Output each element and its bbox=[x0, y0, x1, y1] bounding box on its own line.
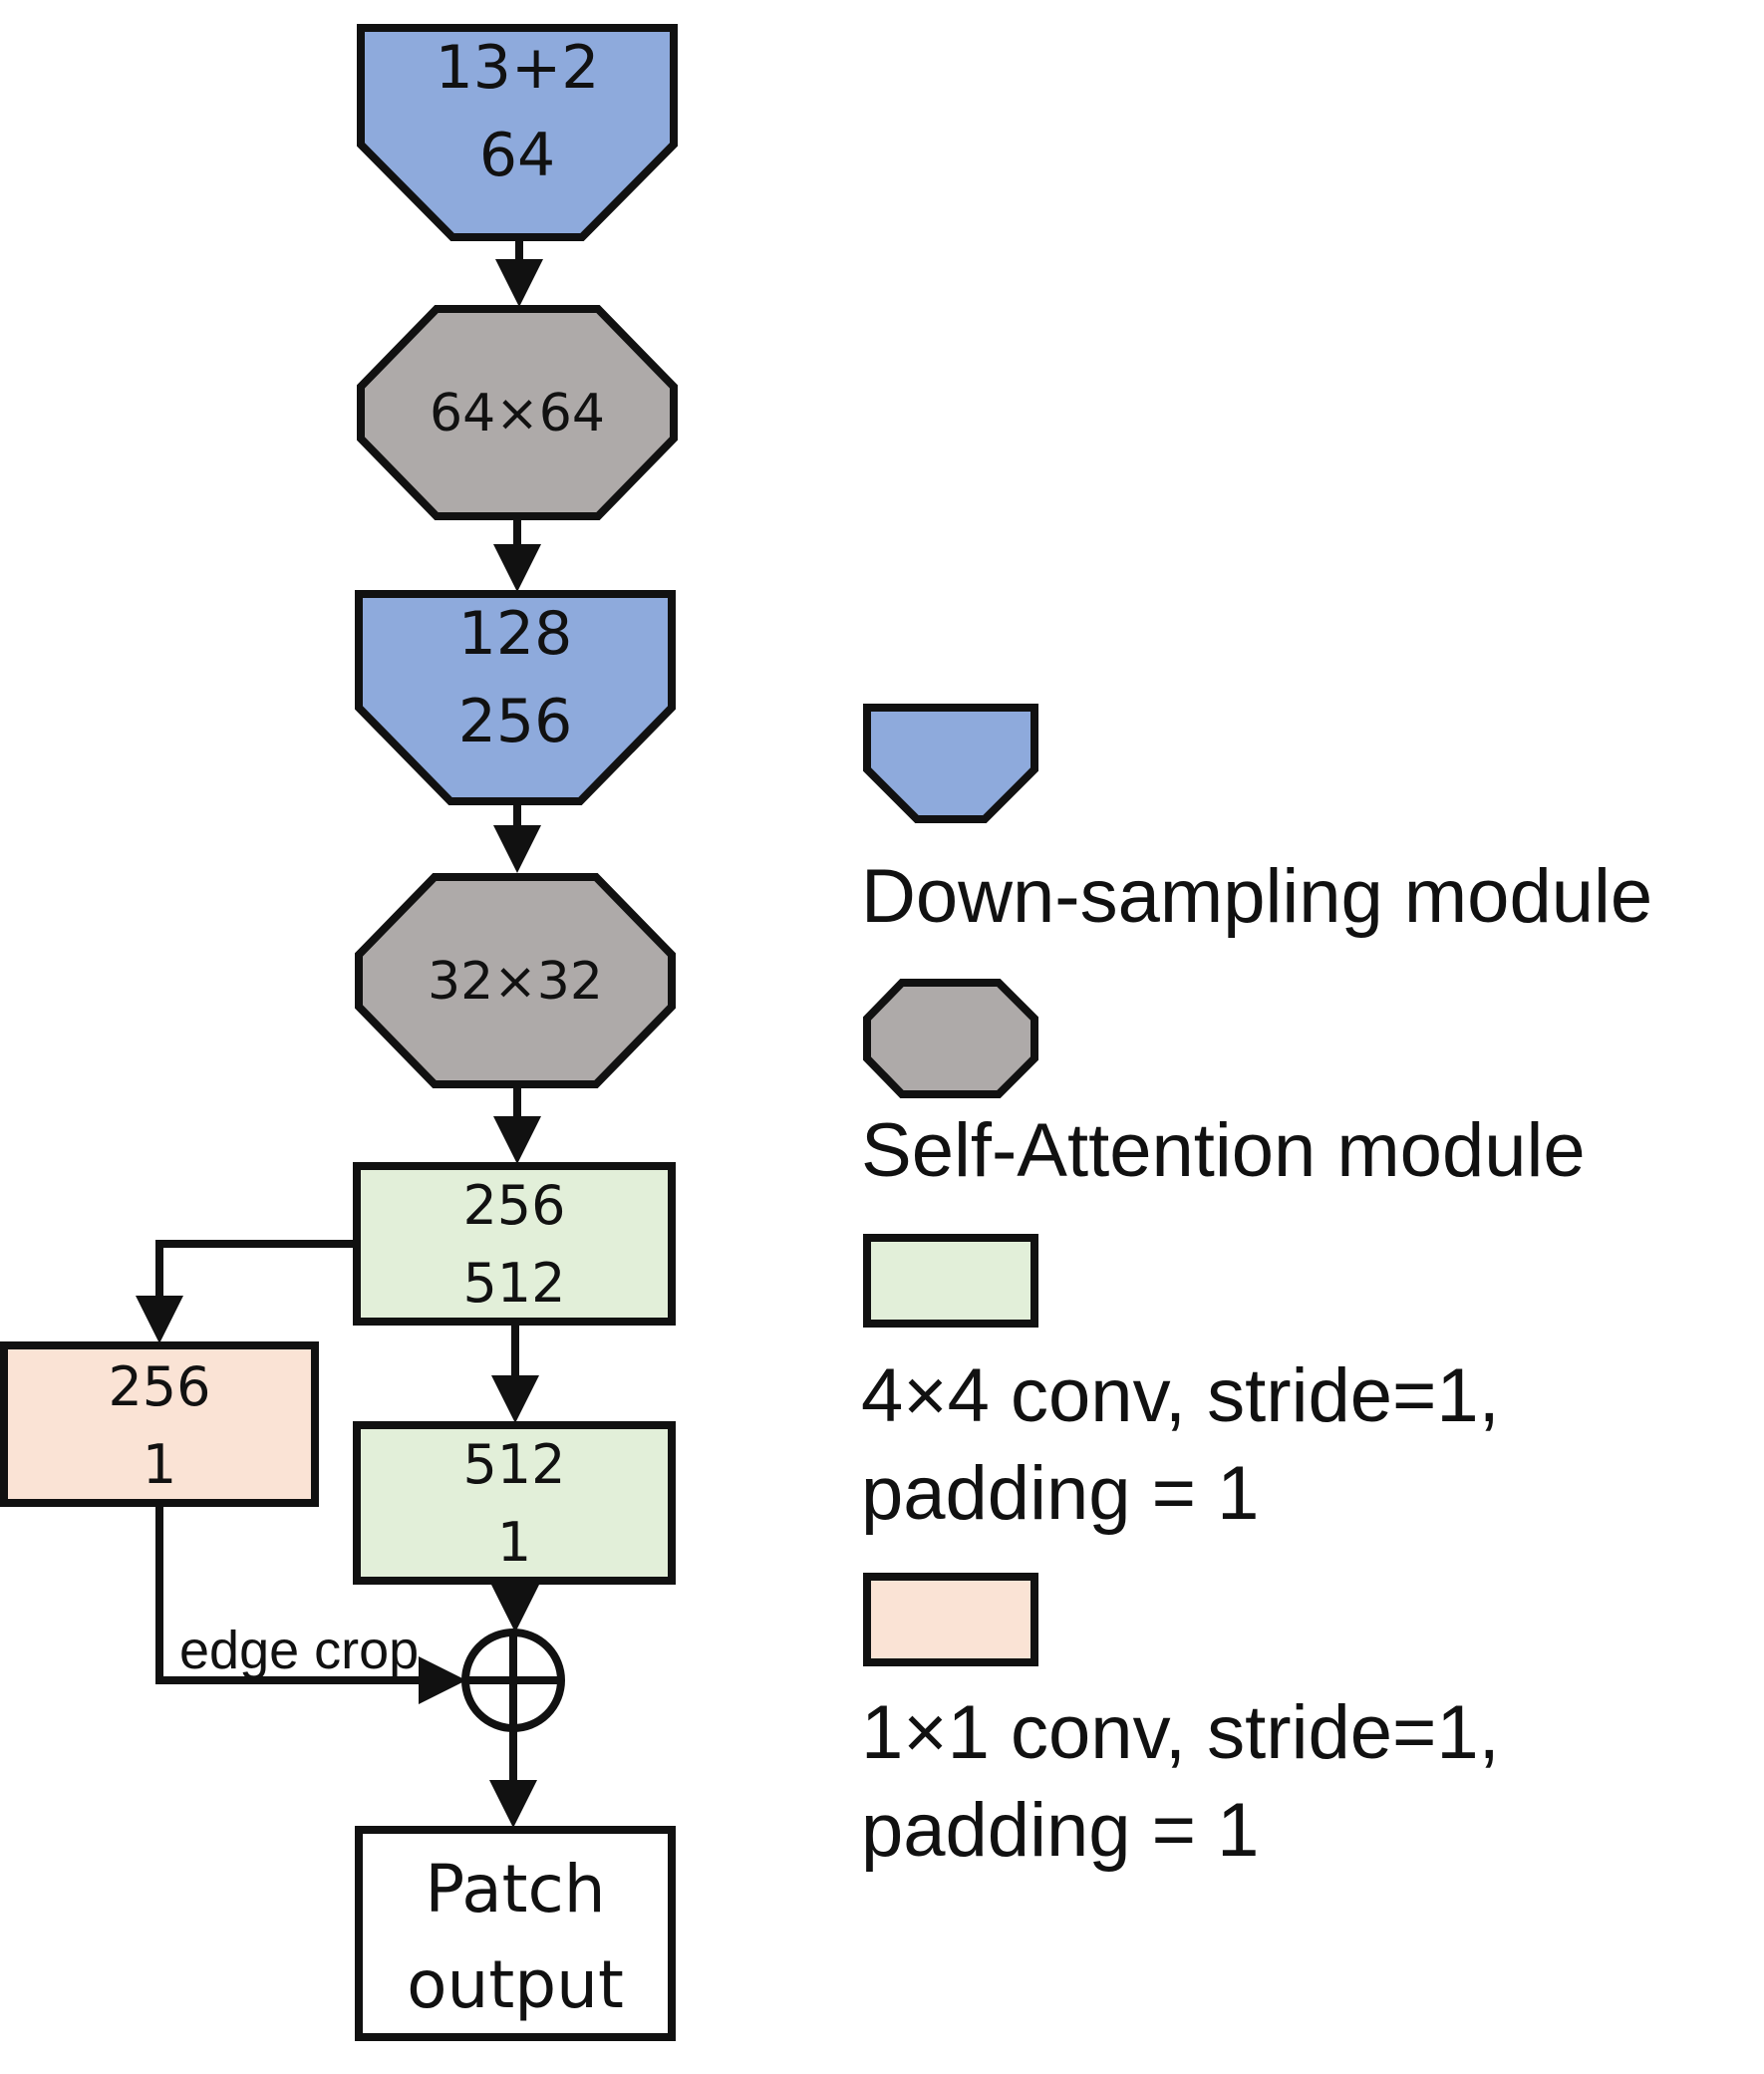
self-attention-shape bbox=[355, 873, 676, 1088]
self-attention-shape bbox=[357, 305, 678, 520]
legend-conv4x4-line1: 4×4 conv, stride=1, bbox=[861, 1353, 1500, 1438]
legend-attention-swatch bbox=[863, 979, 1038, 1098]
legend-downsampling-swatch bbox=[863, 704, 1038, 823]
legend: Down-sampling module Self-Attention modu… bbox=[861, 704, 1652, 1873]
conv4x4-shape bbox=[353, 1162, 676, 1326]
conv4x4-node-1: 256 512 bbox=[353, 1162, 676, 1326]
sum-icon bbox=[461, 1629, 565, 1732]
arrow-conv4a-to-conv1 bbox=[136, 1240, 357, 1343]
self-attention-2-label: 32×32 bbox=[428, 952, 603, 1012]
patch-output-shape bbox=[355, 1826, 676, 2041]
conv4x4-2-line1: 512 bbox=[462, 1433, 565, 1496]
patch-output-node: Patch output bbox=[355, 1826, 676, 2041]
self-attention-node-2: 32×32 bbox=[355, 873, 676, 1088]
conv4x4-2-line2: 1 bbox=[497, 1511, 531, 1574]
downsampling-2-line2: 256 bbox=[458, 687, 573, 756]
downsampling-node-2: 128 256 bbox=[355, 590, 676, 805]
self-attention-node-1: 64×64 bbox=[357, 305, 678, 520]
patch-output-line1: Patch bbox=[425, 1851, 605, 1927]
downsampling-1-line1: 13+2 bbox=[436, 33, 600, 103]
conv4x4-1-line1: 256 bbox=[462, 1174, 565, 1237]
downsampling-1-line2: 64 bbox=[479, 121, 555, 190]
self-attention-1-label: 64×64 bbox=[430, 384, 605, 444]
downsampling-shape bbox=[357, 24, 678, 241]
conv4x4-shape bbox=[353, 1421, 676, 1585]
conv1x1-line2: 1 bbox=[143, 1433, 176, 1496]
legend-downsampling-label: Down-sampling module bbox=[861, 854, 1652, 939]
conv1x1-node: 256 1 bbox=[0, 1341, 319, 1507]
conv4x4-node-2: 512 1 bbox=[353, 1421, 676, 1585]
patch-output-line2: output bbox=[407, 1946, 624, 2023]
legend-conv4x4-swatch bbox=[863, 1234, 1038, 1328]
legend-conv1x1-line2: padding = 1 bbox=[861, 1788, 1259, 1873]
conv1x1-shape bbox=[0, 1341, 319, 1507]
legend-attention-label: Self-Attention module bbox=[861, 1108, 1586, 1193]
conv1x1-line1: 256 bbox=[108, 1355, 210, 1418]
legend-conv1x1-line1: 1×1 conv, stride=1, bbox=[861, 1690, 1500, 1775]
downsampling-2-line1: 128 bbox=[458, 599, 573, 669]
edge-crop-label: edge crop bbox=[179, 1621, 419, 1680]
downsampling-shape bbox=[355, 590, 676, 805]
legend-conv1x1-swatch bbox=[863, 1573, 1038, 1666]
conv4x4-1-line2: 512 bbox=[462, 1252, 565, 1315]
legend-conv4x4-line2: padding = 1 bbox=[861, 1451, 1259, 1536]
arrow-conv1-to-sum bbox=[155, 1503, 466, 1704]
downsampling-node-1: 13+2 64 bbox=[357, 24, 678, 241]
